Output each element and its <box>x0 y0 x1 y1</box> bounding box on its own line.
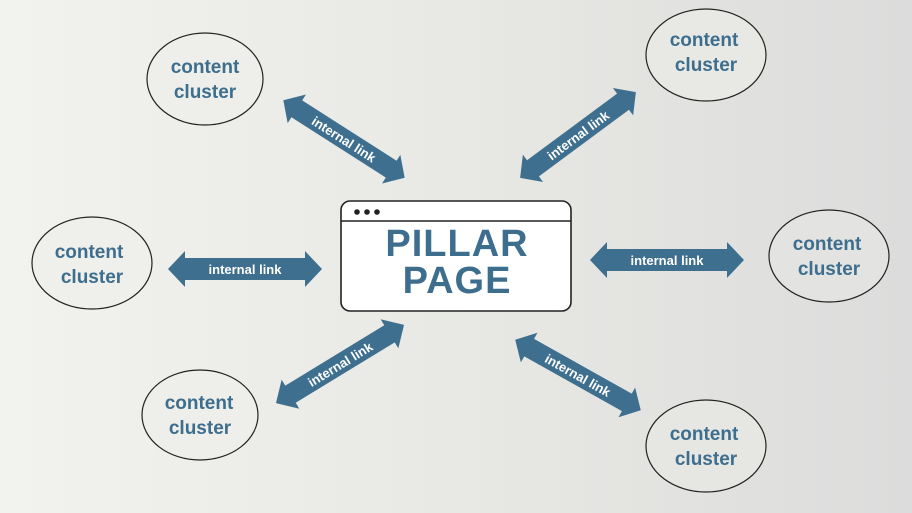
pillar-title-line2: PAGE <box>403 260 512 302</box>
cluster-label-line2: cluster <box>798 259 861 280</box>
cluster-label-line2: cluster <box>174 82 237 103</box>
window-dot <box>364 209 370 215</box>
internal-link-arrow-middle-right: internal link <box>590 242 744 278</box>
internal-link-label: internal link <box>309 113 379 165</box>
double-arrow-icon <box>275 319 405 409</box>
internal-link-label: internal link <box>305 339 376 390</box>
cluster-label-line2: cluster <box>61 267 124 288</box>
cluster-top-left: content cluster <box>146 32 264 126</box>
cluster-ellipse <box>768 209 890 303</box>
cluster-bottom-right: content cluster <box>645 399 767 493</box>
internal-link-arrow-top-right: internal link <box>520 88 636 182</box>
double-arrow-icon <box>168 251 322 287</box>
cluster-ellipse <box>141 369 259 461</box>
internal-link-label: internal link <box>631 253 705 268</box>
cluster-top-right: content cluster <box>645 8 767 102</box>
double-arrow-icon <box>590 242 744 278</box>
cluster-label-line1: content <box>165 393 234 414</box>
internal-link-arrow-top-left: internal link <box>283 94 405 184</box>
cluster-label-line1: content <box>171 57 240 78</box>
cluster-middle-left: content cluster <box>31 216 153 310</box>
window-dots-icon <box>354 209 380 215</box>
pillar-page-frame <box>340 200 572 312</box>
pillar-page-window: PILLAR PAGE <box>340 200 572 312</box>
cluster-ellipse <box>31 216 153 310</box>
window-dot <box>354 209 360 215</box>
internal-link-arrow-bottom-left: internal link <box>275 319 405 409</box>
cluster-bottom-left: content cluster <box>141 369 259 461</box>
double-arrow-icon <box>283 94 405 184</box>
cluster-ellipse <box>146 32 264 126</box>
cluster-label-line1: content <box>793 234 862 255</box>
cluster-ellipse <box>645 8 767 102</box>
internal-link-arrow-bottom-right: internal link <box>515 332 641 418</box>
cluster-label-line2: cluster <box>675 449 738 470</box>
cluster-label-line2: cluster <box>675 55 738 76</box>
internal-link-label: internal link <box>542 351 614 400</box>
cluster-label-line2: cluster <box>169 418 232 439</box>
window-dot <box>374 209 380 215</box>
cluster-label-line1: content <box>670 424 739 445</box>
double-arrow-icon <box>515 332 641 418</box>
double-arrow-icon <box>520 88 636 182</box>
internal-link-arrow-middle-left: internal link <box>168 251 322 287</box>
cluster-ellipse <box>645 399 767 493</box>
cluster-middle-right: content cluster <box>768 209 890 303</box>
internal-link-label: internal link <box>545 107 613 163</box>
cluster-label-line1: content <box>55 242 124 263</box>
internal-link-label: internal link <box>209 262 283 277</box>
pillar-title-line1: PILLAR <box>385 223 528 265</box>
cluster-label-line1: content <box>670 30 739 51</box>
